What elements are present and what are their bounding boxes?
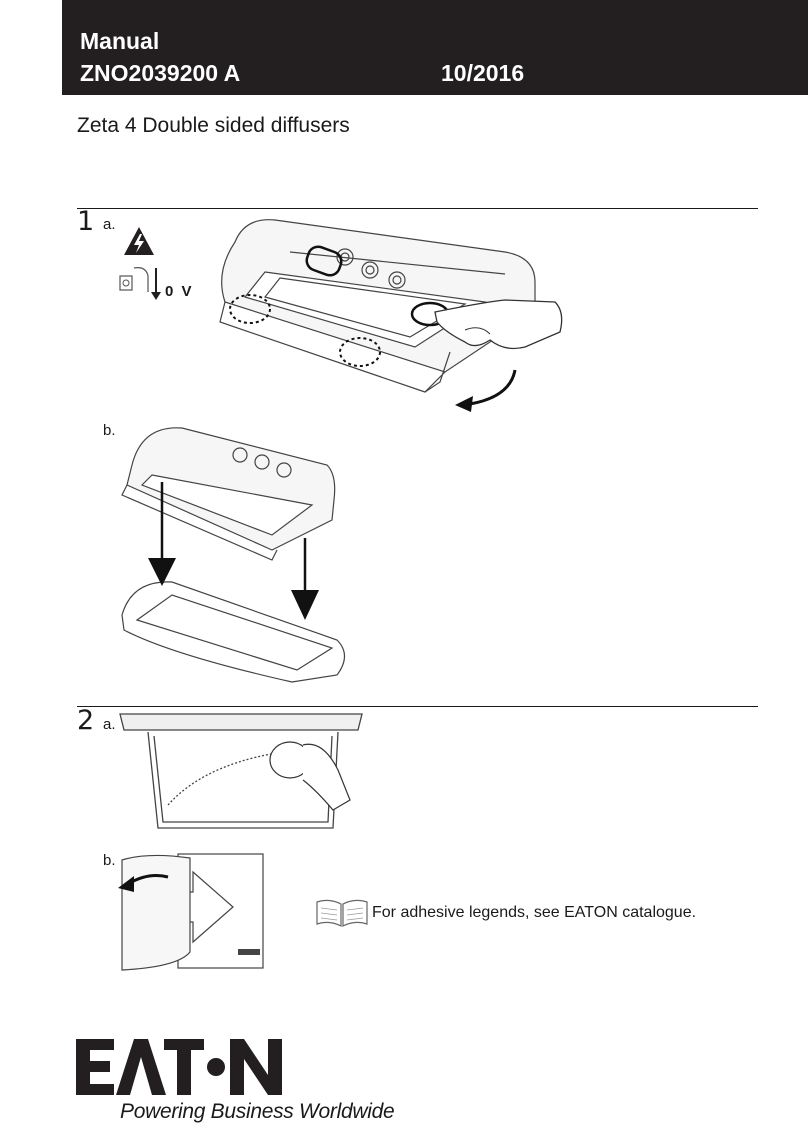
manual-label: Manual: [80, 28, 160, 54]
document-date: 10/2016: [441, 60, 525, 86]
high-voltage-warning-icon: [124, 227, 154, 255]
step1a-label: a.: [103, 216, 116, 233]
step2-number: 2: [77, 705, 95, 736]
voltage-label: 0 V: [165, 283, 194, 300]
adhesive-legend-illustration: [118, 853, 264, 971]
header-bar: Manual ZNO2039200 A 10/2016: [62, 0, 808, 95]
fixture-removal-illustration: [219, 219, 563, 412]
eaton-logo: [76, 1039, 282, 1095]
page-title: Zeta 4 Double sided diffusers: [77, 114, 350, 137]
adhesive-legend-note: For adhesive legends, see EATON catalogu…: [372, 904, 697, 921]
document-code: ZNO2039200 A: [80, 60, 241, 86]
brand-tagline: Powering Business Worldwide: [120, 1100, 395, 1123]
cleaning-diffuser-illustration: [119, 713, 363, 829]
diffuser-detach-illustration: [121, 427, 346, 683]
step2a-label: a.: [103, 716, 116, 733]
switch-off-icon: [119, 267, 161, 300]
step1-divider: [77, 208, 758, 209]
step2b-label: b.: [103, 852, 116, 869]
book-icon: [316, 899, 368, 927]
step1-number: 1: [77, 206, 95, 237]
step2-divider: [77, 706, 758, 707]
step1b-label: b.: [103, 422, 116, 439]
